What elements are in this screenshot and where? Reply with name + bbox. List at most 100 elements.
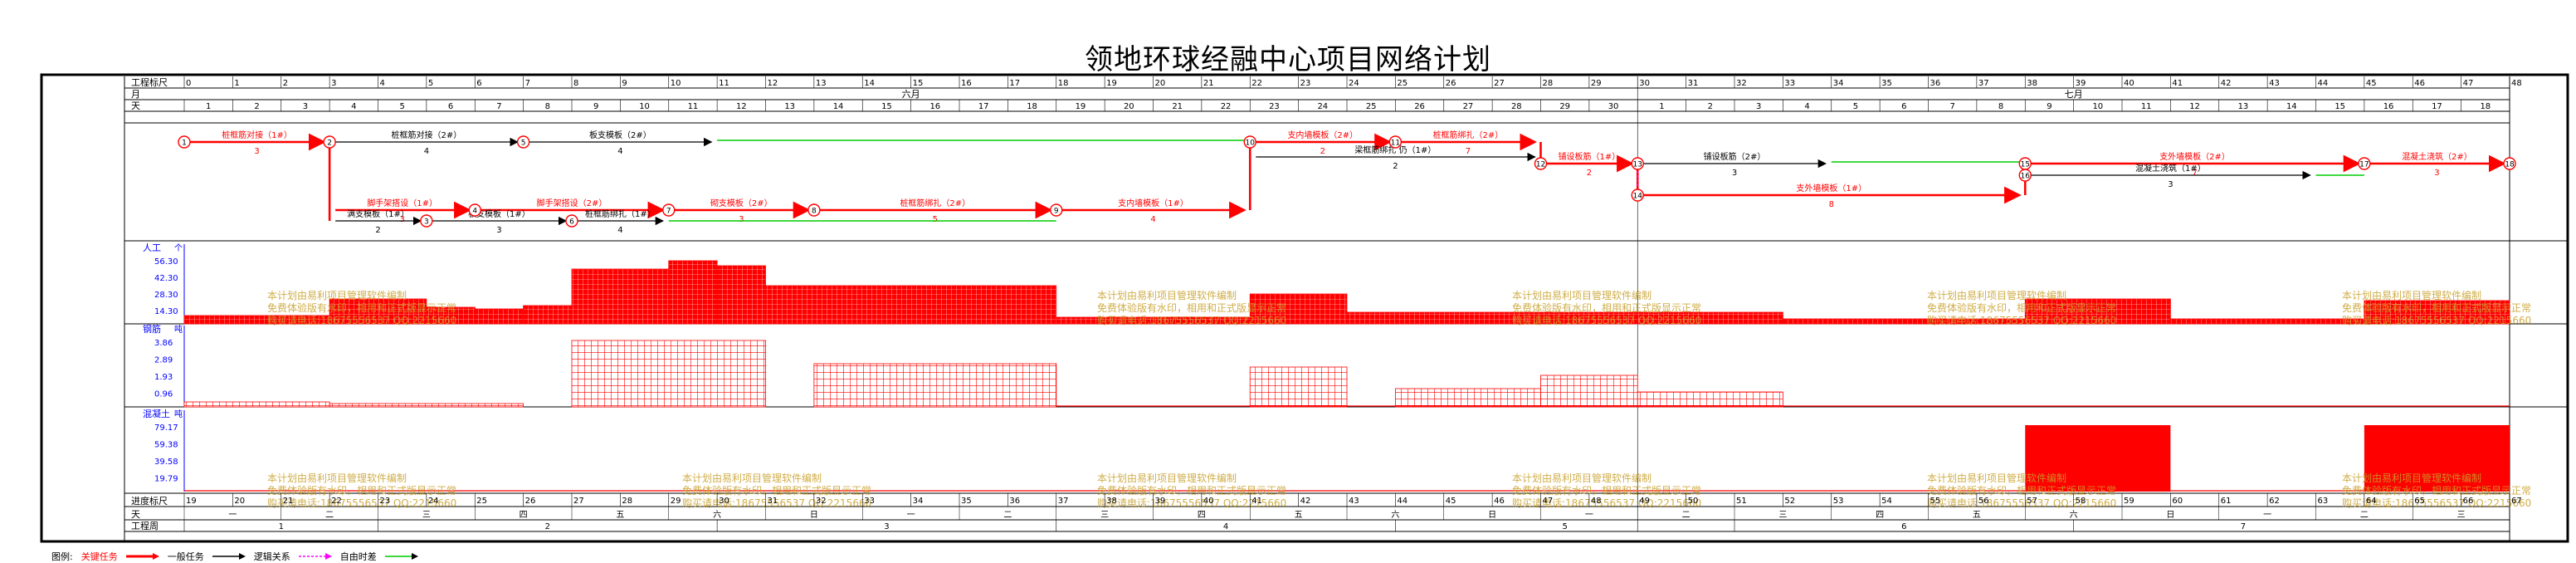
watermark-line2: 免费体验版有水印，相用和正式版显示正常 — [267, 484, 456, 497]
progress-tick-label: 25 — [476, 497, 487, 506]
progress-tick-label: 41 — [1251, 497, 1262, 506]
day-cell-label: 10 — [2092, 102, 2103, 111]
progress-tick-label: 28 — [622, 497, 632, 506]
concrete-axis-name: 混凝土 — [143, 408, 170, 419]
day-cell-label: 8 — [1998, 102, 2003, 111]
weekday-label: 五 — [1295, 511, 1303, 520]
steel-bar — [329, 403, 524, 408]
ruler-tick-label: 26 — [1446, 79, 1456, 88]
network-node — [1243, 135, 1256, 149]
ruler-tick-label: 6 — [476, 79, 481, 88]
ruler-tick-label: 12 — [768, 79, 778, 88]
ruler-tick-label: 44 — [2318, 79, 2329, 88]
progress-tick-label: 42 — [1300, 497, 1311, 506]
steel-tick-label: 1.93 — [154, 373, 173, 382]
watermark-line2: 免费体验版有水印，相用和正式版显示正常 — [682, 484, 871, 497]
week-number: 7 — [2241, 522, 2246, 531]
watermark-line2: 免费体验版有水印，相用和正式版显示正常 — [1927, 484, 2116, 497]
weekday-label: 六 — [2070, 510, 2078, 520]
progress-tick-label: 45 — [1446, 497, 1456, 506]
task-duration: 3 — [496, 226, 501, 235]
weekday-label: 日 — [1488, 511, 1496, 520]
task-duration: 3 — [739, 215, 744, 224]
ruler-tick-label: 32 — [1736, 79, 1747, 88]
task-duration: 3 — [400, 215, 405, 224]
network-node-label: 3 — [424, 218, 429, 227]
progress-tick-label: 52 — [1784, 497, 1795, 506]
concrete-axis-unit: 吨 — [174, 409, 183, 419]
day-cell-label: 5 — [400, 102, 405, 111]
network-node — [323, 135, 336, 149]
task-duration: 4 — [617, 147, 622, 156]
task-duration: 2 — [1320, 147, 1325, 156]
weekday-label: 二 — [1682, 511, 1690, 520]
network-node-label: 17 — [2359, 161, 2369, 169]
day-cell-label: 27 — [1463, 102, 1474, 111]
network-node — [516, 135, 530, 149]
day-label: 天 — [131, 100, 140, 111]
ruler-tick-label: 22 — [1251, 79, 1262, 88]
ruler-tick-label: 27 — [1494, 79, 1505, 88]
float-arrow-icon — [384, 553, 418, 560]
progress-tick-label: 24 — [428, 497, 439, 506]
network-node — [1631, 188, 1644, 202]
progress-tick-label: 49 — [1639, 497, 1650, 506]
task-label: 支内墙模板（2#） — [1287, 130, 1358, 140]
critical-arrow-icon — [125, 553, 159, 560]
day-cell-label: 22 — [1221, 102, 1232, 111]
watermark-line1: 本计划由易利项目管理软件编制 — [1927, 472, 2066, 484]
concrete-bar — [2364, 425, 2510, 492]
day-cell-label: 7 — [1950, 102, 1955, 111]
page-title: 领地环球经融中心项目网络计划 — [1085, 43, 1491, 76]
day-cell-label: 20 — [1124, 102, 1134, 111]
ruler-tick-label: 20 — [1155, 79, 1166, 88]
labor-bar — [1346, 311, 1396, 325]
engineering-scale-label: 工程标尺 — [131, 76, 168, 88]
ruler-tick-label: 34 — [1833, 79, 1844, 88]
weekday-label: 一 — [1585, 511, 1593, 520]
progress-tick-label: 40 — [1203, 497, 1214, 506]
weekday-label: 二 — [325, 511, 334, 520]
day-cell-label: 14 — [833, 102, 844, 111]
task-label: 支内墙模板（1#） — [1118, 198, 1188, 208]
task-label: 桩框筋绑扎（2#） — [1433, 130, 1504, 140]
progress-tick-label: 62 — [2269, 497, 2280, 506]
ruler-tick-label: 18 — [1058, 79, 1069, 88]
weekday-label: 三 — [1778, 511, 1787, 520]
task-label: 桩框筋绑扎（2#） — [900, 198, 970, 208]
watermark-line1: 本计划由易利项目管理软件编制 — [1512, 289, 1651, 301]
day-cell-label: 6 — [448, 102, 453, 111]
network-node-label: 15 — [2021, 161, 2030, 169]
weekday-label: 日 — [2166, 511, 2174, 520]
watermark-line3: 购买请电话:18675556537 QQ:2215660 — [2342, 497, 2531, 509]
progress-tick-label: 22 — [331, 497, 342, 506]
task-label: 铺设板筋（1#） — [1559, 151, 1621, 162]
watermark-line3: 购买请电话:18675556537 QQ:2215660 — [1927, 314, 2116, 326]
progress-tick-label: 48 — [1591, 497, 1602, 506]
labor-bar — [716, 265, 766, 325]
labor-bar — [523, 305, 573, 325]
task-duration: 4 — [1150, 215, 1155, 224]
week-number: 1 — [279, 522, 284, 531]
day-cell-label: 2 — [254, 102, 259, 111]
progress-tick-label: 54 — [1881, 497, 1892, 506]
ruler-tick-label: 28 — [1543, 79, 1554, 88]
ruler-tick-label: 30 — [1639, 79, 1650, 88]
labor-bar — [474, 308, 524, 325]
ruler-tick-label: 42 — [2221, 79, 2232, 88]
day-cell-label: 15 — [881, 102, 892, 111]
progress-tick-label: 19 — [186, 497, 197, 506]
task-label: 梁框筋绑扎 仍（1#） — [1354, 144, 1436, 155]
ruler-tick-label: 47 — [2463, 79, 2474, 88]
watermark-line2: 免费体验版有水印，相用和正式版显示正常 — [267, 301, 456, 314]
network-node — [565, 214, 578, 228]
ruler-tick-label: 35 — [1881, 79, 1892, 88]
weekday-label: 一 — [2263, 511, 2271, 520]
watermark-line2: 免费体验版有水印，相用和正式版显示正常 — [1512, 301, 1701, 314]
labor-bar — [2364, 300, 2510, 325]
weekday-label: 二 — [1003, 511, 1012, 520]
progress-tick-label: 66 — [2463, 497, 2474, 506]
steel-tick-label: 0.96 — [154, 390, 173, 399]
task-label: 满支模板（1#） — [347, 208, 409, 219]
network-node — [2358, 157, 2371, 170]
